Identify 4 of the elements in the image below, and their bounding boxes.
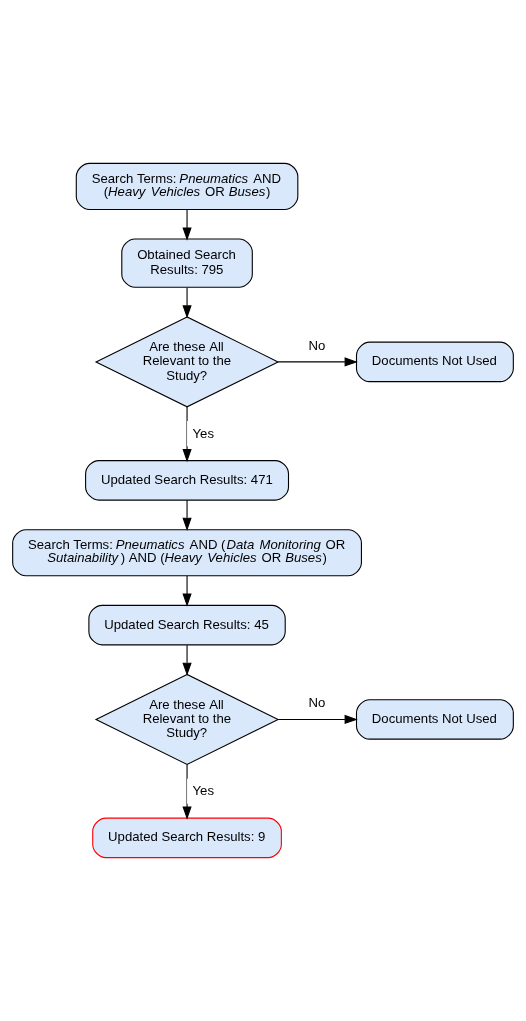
- edge-label: No: [308, 695, 326, 711]
- edge-label: Yes: [192, 783, 214, 799]
- edge-label: Yes: [192, 425, 214, 441]
- edge-label: No: [308, 337, 326, 353]
